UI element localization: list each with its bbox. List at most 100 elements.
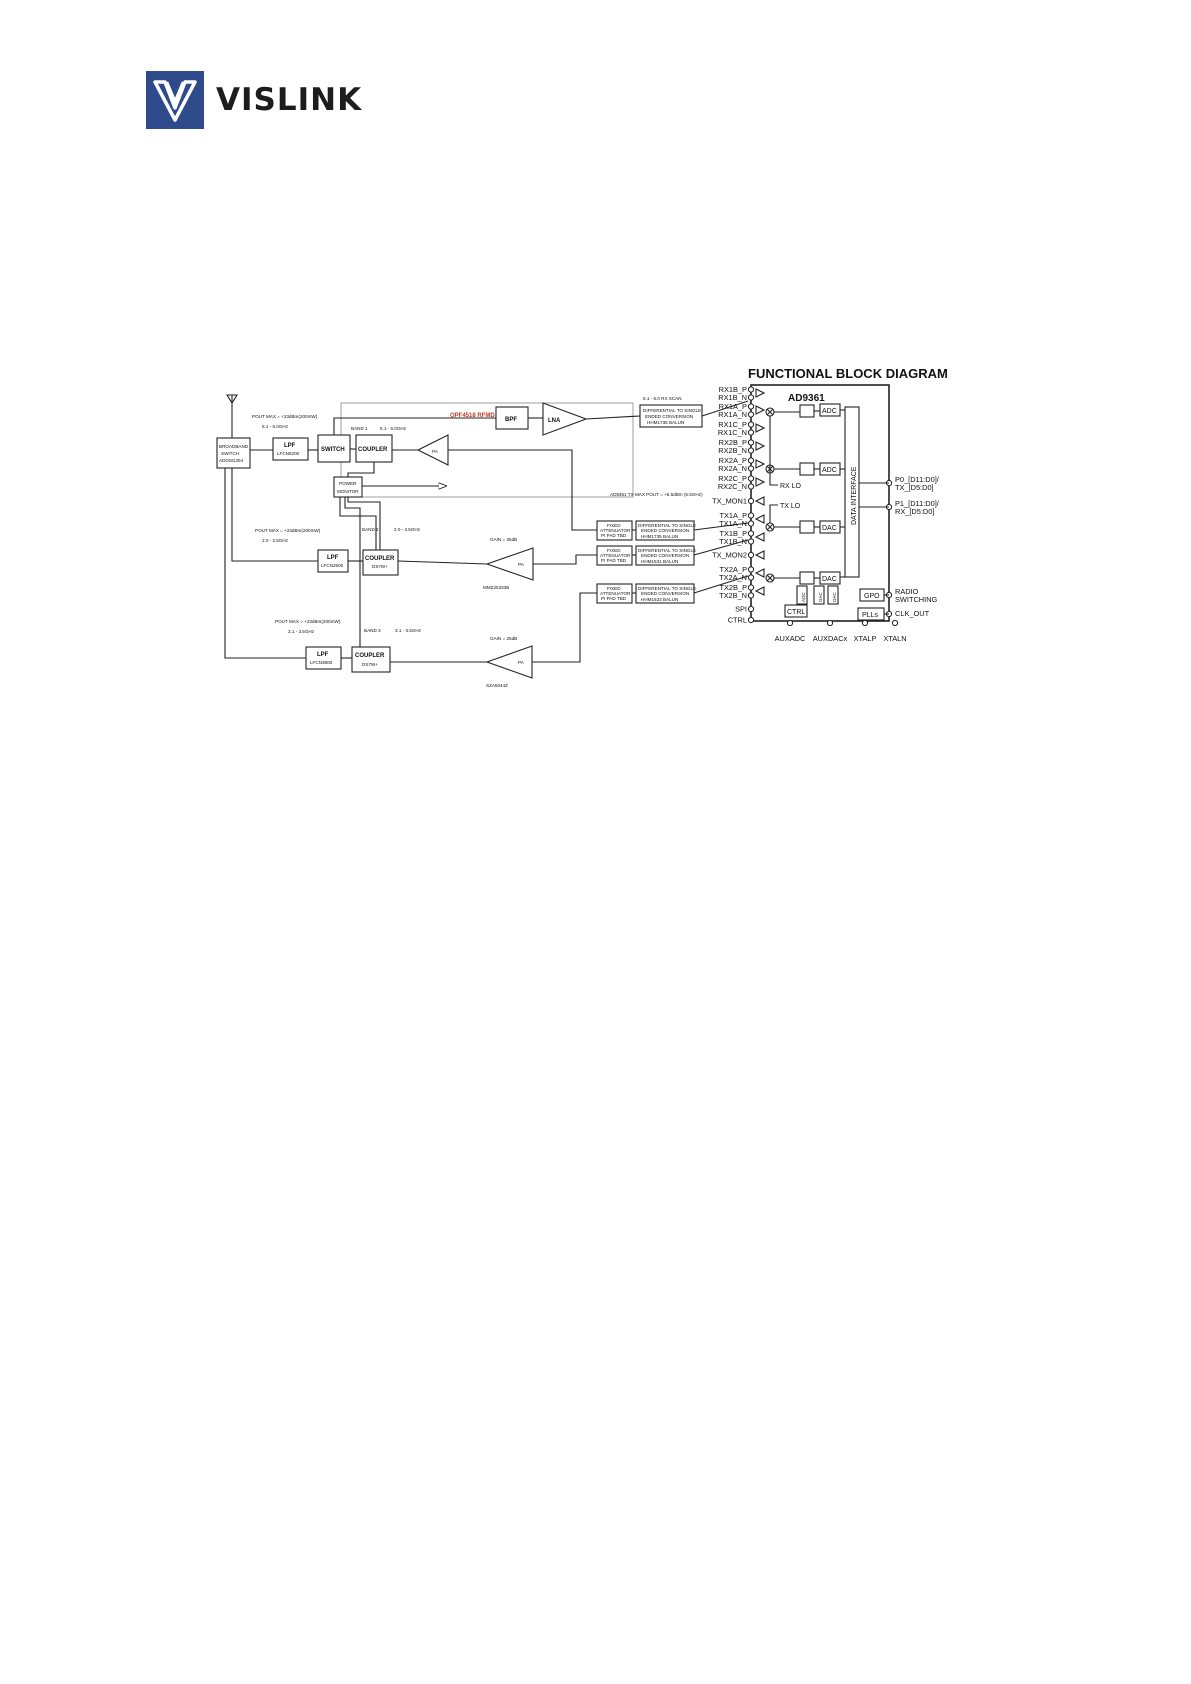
pin-tx1b-p: TX1B_P: [719, 529, 747, 538]
pin-connector: [747, 475, 755, 482]
pin-connector: [747, 605, 755, 613]
vislink-logo-mark: [146, 71, 204, 129]
rx-lna-icon: [755, 388, 766, 398]
band3-pout: POUT MAX = +23dBm(200mW): [275, 619, 341, 624]
pin-connector: [747, 447, 755, 454]
pin-clk-out: CLK_OUT: [895, 609, 930, 618]
lna: [542, 402, 588, 436]
coupler2: [362, 549, 399, 576]
lpf2-label: LPF: [327, 555, 339, 561]
block-diagram: QPF4518 RFMD FEM BROADBAND SWITCH ADGM13…: [216, 366, 948, 688]
rx-lna-icon: [755, 441, 766, 451]
balun-rx-3: HHM1735 BALUN: [647, 420, 684, 425]
aux-adc-label: ADC: [801, 592, 806, 602]
pa-band1-label: PA: [432, 449, 439, 454]
pin-connector: [747, 497, 755, 505]
lpf1-part: LFCN6200: [277, 451, 300, 456]
mixer-icons: [765, 407, 775, 583]
pin-connector: [747, 584, 755, 591]
pin-tx-d5-d0-: TX_[D5:D0]: [895, 483, 934, 492]
power-monitor-label-1: POWER: [339, 481, 357, 486]
att2-1: FIXED: [607, 548, 621, 553]
rx-lna-icon: [755, 423, 766, 433]
pin-connector: [747, 403, 755, 410]
pin-switching: SWITCHING: [895, 595, 938, 604]
ctrl-block: [784, 604, 808, 618]
functional-block-title: FUNCTIONAL BLOCK DIAGRAM: [748, 366, 948, 381]
pin-rx1a-n: RX1A_N: [718, 410, 747, 419]
broadband-switch: [216, 437, 251, 469]
brand-name: VISLINK: [216, 82, 363, 118]
vislink-logo: VISLINK: [146, 71, 362, 129]
pin-connector: [747, 439, 755, 446]
pin-connector: [747, 457, 755, 464]
rf-wires: [224, 400, 749, 663]
pin-connector: [747, 538, 755, 545]
pin-tx1b-n: TX1B_N: [719, 537, 747, 546]
pin-rx-d5-d0-: RX_[D5:D0]: [895, 507, 934, 516]
lpf2: [317, 549, 349, 573]
pin-tx2b-p: TX2B_P: [719, 583, 747, 592]
band1-freq: 5.1 - 6.0GHz: [380, 426, 407, 431]
pa-band3: [485, 645, 533, 679]
balun-tx2-1: DIFFERENTIAL TO SINGLE: [638, 548, 696, 553]
pin-tx1a-n: TX1A_N: [719, 519, 747, 528]
coupler2-part: DS7W+: [372, 564, 388, 569]
tx-driver-icon: [754, 514, 765, 524]
fem-switch-label: SWITCH: [321, 447, 345, 453]
pin-connector: [747, 574, 755, 581]
adc-label-1: ADC: [822, 408, 837, 415]
balun-tx3-1: DIFFERENTIAL TO SINGLE: [638, 586, 696, 591]
aux-dac-label-1: DAC: [818, 592, 823, 602]
fem-switch: [317, 434, 351, 463]
gpo-label: GPO: [864, 593, 880, 600]
balun-tx1-3: HHM1735 BALUN: [641, 534, 678, 539]
pin-connector: [747, 566, 755, 573]
amplifier-icons: [754, 388, 766, 596]
pa-band3-label: PA: [518, 660, 525, 665]
pin-connector: [747, 483, 755, 490]
plls-label: PLLs: [862, 612, 878, 619]
pin-tx2a-n: TX2A_N: [719, 573, 747, 582]
pin-tx-mon2: TX_MON2: [712, 551, 747, 560]
pin-connector: [747, 411, 755, 418]
rx-scan-freq: 5.1 - 6.0 RX SCAN: [643, 396, 682, 401]
lpf3-part: LFCN3800: [310, 660, 333, 665]
balun-tx3-2: ENDED CONVERSION: [641, 591, 689, 596]
band2-pout: POUT MAX = +23dBm(200mW): [255, 528, 321, 533]
pin-rx1c-n: RX1C_N: [718, 428, 747, 437]
pin-tx2b-n: TX2B_N: [719, 591, 747, 600]
pin-connector: [747, 551, 755, 559]
rx-lna-icon: [755, 405, 766, 415]
band2-range: 2.0 - 2.5GHz: [262, 538, 289, 543]
bpf-label: BPF: [505, 417, 517, 423]
pin-connector: [747, 592, 755, 599]
pin-xtaln: XTALN: [883, 634, 906, 643]
pin-rx1a-p: RX1A_P: [719, 402, 747, 411]
pin-connector: [826, 619, 834, 627]
pin-rx1b-p: RX1B_P: [719, 385, 747, 394]
pin-tx1a-p: TX1A_P: [719, 511, 747, 520]
balun-tx2-3: HHM1531 BALUN: [641, 559, 678, 564]
dac-label-1: DAC: [822, 525, 837, 532]
rf-frontend: QPF4518 RFMD FEM BROADBAND SWITCH ADGM13…: [216, 394, 749, 688]
pin-connector: [747, 465, 755, 472]
broadband-switch-label-3: ADGM1304: [219, 458, 243, 463]
pin-rx2a-p: RX2A_P: [719, 456, 747, 465]
balun-rx-1: DIFFERENTIAL TO SINGLE: [643, 408, 701, 413]
band2-label: BAND 2: [362, 527, 379, 532]
tx-lo-label: TX LO: [780, 503, 801, 510]
pin-connector: [747, 616, 755, 624]
att3-3: PI PAD TBD: [601, 596, 627, 601]
ctrl-label: CTRL: [787, 609, 805, 616]
balun-tx1-1: DIFFERENTIAL TO SINGLE: [638, 523, 696, 528]
pin-rx2b-n: RX2B_N: [718, 446, 747, 455]
pa-band2-label: PA: [518, 562, 525, 567]
tx-max-note: AD9361 TX MAX POUT = +6.5dBm (5.5GHz): [610, 492, 703, 497]
power-monitor-label-2: MONITOR: [337, 489, 359, 494]
rx-lna-icon: [755, 459, 766, 469]
power-monitor: [333, 476, 363, 498]
pa-band3-part: SZA5044Z: [486, 683, 508, 688]
tx-driver-icon: [754, 532, 765, 542]
pin-rx2a-n: RX2A_N: [718, 464, 747, 473]
